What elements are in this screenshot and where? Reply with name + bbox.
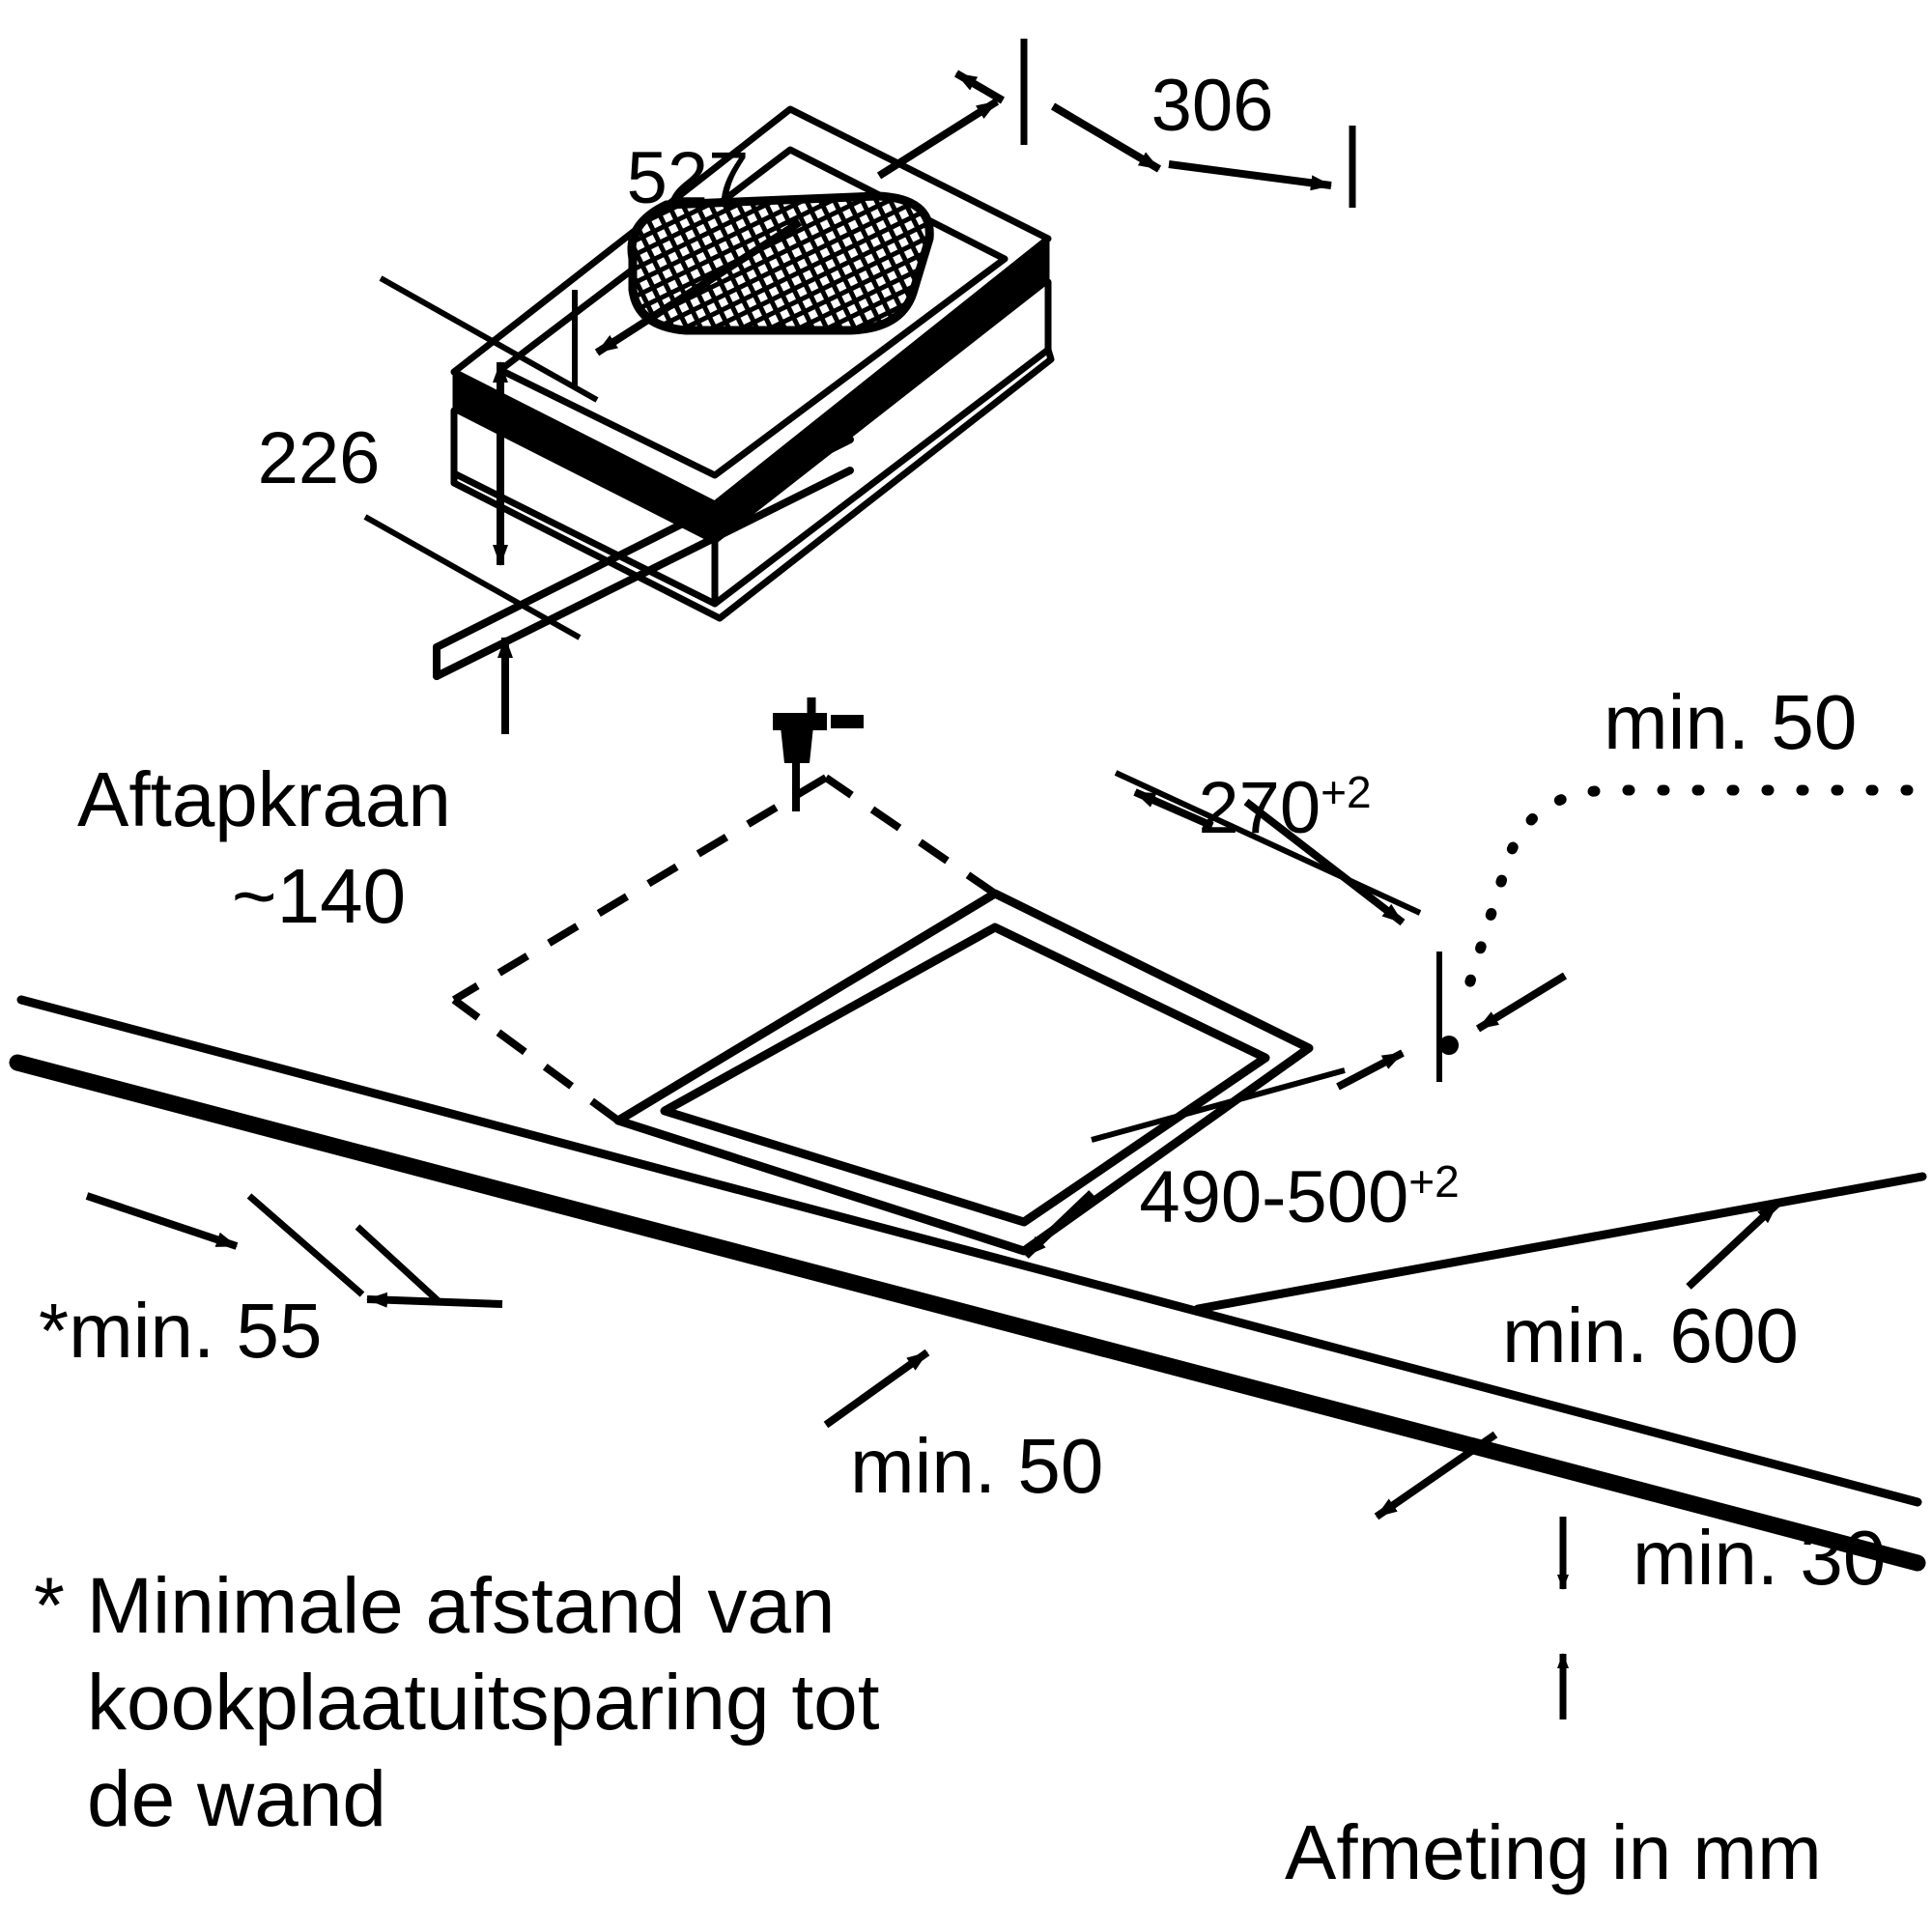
arrow-306-to-edge	[1168, 160, 1332, 191]
dimension-label-270: 270+2	[1198, 767, 1371, 849]
cutout-outer-rect	[613, 889, 1314, 1256]
cutout-inner-rect	[660, 923, 1270, 1227]
dimension-270	[1114, 770, 1422, 926]
ext-line-min55b	[355, 1224, 442, 1305]
ext-line-490	[1091, 1067, 1346, 1143]
dimension-min55	[85, 1192, 503, 1308]
worktop-front-edge	[9, 1054, 1926, 1572]
dimension-label-226: 226	[258, 417, 381, 499]
arrow-490-lower	[1023, 1190, 1094, 1259]
arrow-min600-up	[1686, 1201, 1780, 1290]
point-marker-min50	[1439, 1036, 1459, 1055]
arrow-min600-down	[1374, 1431, 1498, 1520]
dimension-label-490-500: 490-500+2	[1139, 1156, 1459, 1238]
footnote-line-3: de wand	[87, 1755, 386, 1843]
dimension-306	[953, 39, 1356, 208]
arrow-527-upper	[876, 98, 1000, 180]
arrow-270-left	[1133, 788, 1214, 830]
dimension-label-min50-front: min. 50	[850, 1423, 1103, 1509]
appliance-grille-mesh	[632, 196, 930, 330]
drain-tap-fitting	[773, 697, 864, 811]
arrow-527-lower	[594, 218, 803, 356]
min50-top-arrow	[1436, 952, 1568, 1082]
arrow-306-right	[1050, 102, 1162, 173]
worktop-right-edge	[1193, 1172, 1927, 1314]
dimension-label-min50-top: min. 50	[1604, 679, 1857, 765]
arrow-min50-front	[823, 1349, 930, 1429]
dimension-490-500	[1023, 1049, 1405, 1259]
footnote-line-1: * Minimale afstand van	[34, 1562, 836, 1650]
dimension-label-527: 527	[627, 137, 750, 219]
arrow-306-left	[953, 70, 1006, 104]
worktop-slab	[9, 995, 1927, 1572]
hidden-projection-lines	[451, 774, 998, 1124]
appliance-grille-ring	[627, 191, 934, 335]
dimension-min600	[1374, 1201, 1780, 1520]
worktop-top-edge	[16, 995, 1922, 1507]
drain-tap-label-line2: ~140	[232, 853, 406, 939]
appliance-body	[450, 278, 1055, 622]
ext-line-270	[1114, 770, 1422, 916]
ext-line-min55a	[246, 1193, 365, 1297]
dimension-label-306: 306	[1151, 65, 1274, 147]
worktop-cutout	[613, 889, 1314, 1256]
ext-line-226-top	[379, 275, 599, 403]
footnote-line-2: kookplaatuitsparing tot	[87, 1659, 880, 1747]
dimension-label-min30: min. 30	[1633, 1515, 1886, 1601]
arrow-min50-top	[1475, 972, 1568, 1033]
arrow-270-right	[1243, 798, 1406, 926]
arrow-min55-left	[85, 1192, 239, 1250]
units-note: Afmeting in mm	[1285, 1809, 1822, 1895]
ext-line-226-bottom	[363, 514, 582, 640]
arrow-490-upper	[1336, 1049, 1405, 1091]
hidden-line-c	[451, 774, 829, 1004]
drain-tap-label-line1: Aftapkraan	[77, 756, 451, 842]
dimension-226	[363, 275, 599, 640]
dimension-label-min55: *min. 55	[39, 1288, 322, 1374]
dimension-label-min600: min. 600	[1502, 1293, 1799, 1378]
appliance-top-inner-edge	[497, 146, 1009, 479]
dimension-min50-front	[823, 1349, 930, 1429]
